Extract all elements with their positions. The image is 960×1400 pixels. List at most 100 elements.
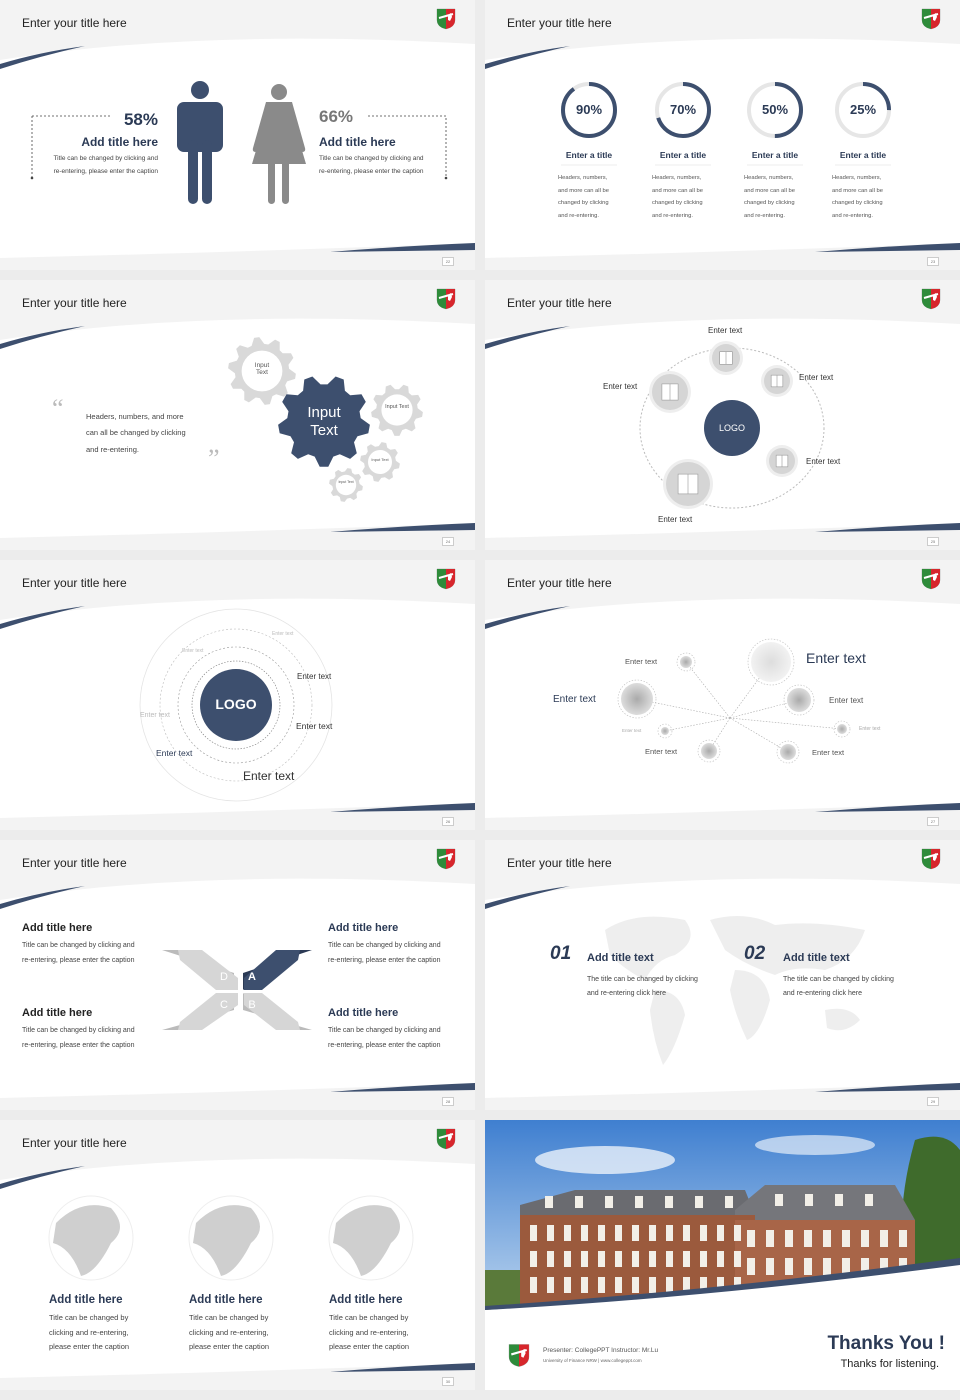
globes: [48, 1195, 414, 1281]
slide-thumbnail-7[interactable]: Enter your title here D A C B Add title …: [0, 840, 475, 1110]
ring-description: and re-entering.: [652, 212, 693, 219]
item-index: 01: [550, 943, 572, 964]
globe-caption: clicking and re-entering,: [329, 1327, 409, 1337]
university-emblem-icon: [436, 1128, 456, 1150]
ring-progress: [561, 82, 617, 138]
item-caption: and re-entering click here: [783, 990, 862, 997]
slide-number: 26: [442, 817, 454, 826]
ring-progress: [835, 82, 891, 138]
ring-value: 25%: [849, 102, 877, 117]
ring-description: Headers, numbers,: [652, 175, 702, 181]
gears-diagram: [228, 337, 423, 502]
slide-number: 28: [442, 1097, 454, 1106]
globe-caption: please enter the caption: [329, 1342, 410, 1351]
item-heading: Add title text: [587, 952, 654, 964]
university-emblem-icon: [921, 568, 941, 590]
item-heading: Add title text: [783, 952, 850, 964]
building-node-icon: [761, 365, 793, 397]
ring-label: Enter text: [272, 631, 294, 637]
ring-description: changed by clicking: [744, 200, 795, 206]
bubble-node: [787, 688, 811, 712]
bubble-node: [701, 743, 717, 759]
slide-thumbnail-10[interactable]: Presenter: CollegePPT Instructor: Mr.Lu …: [485, 1120, 960, 1390]
progress-rings: [561, 82, 891, 166]
item-caption: and re-entering click here: [587, 990, 666, 997]
building-node-icon: [766, 445, 798, 477]
letter-b: B: [248, 999, 255, 1011]
letter-d: D: [220, 971, 228, 983]
ring-description: Headers, numbers,: [558, 175, 608, 181]
ring-description: and more can all be: [652, 187, 703, 194]
logo-label: LOGO: [718, 423, 745, 433]
female-heading: Add title here: [319, 135, 396, 149]
male-figure-icon: [177, 81, 223, 204]
slide-number: 25: [927, 537, 939, 546]
orbit-diagram: [639, 341, 825, 509]
slide-number: 29: [927, 1097, 939, 1106]
university-emblem-icon: [436, 568, 456, 590]
slide-title: Enter your title here: [507, 16, 612, 30]
block-caption: Title can be changed by clicking and: [22, 942, 135, 949]
slide-thumbnail-4[interactable]: Enter your title here LOGO Enter text En…: [485, 280, 960, 550]
node-label: Enter text: [708, 326, 743, 335]
ring-label: Enter text: [243, 769, 295, 783]
globe-caption: Title can be changed by: [49, 1313, 129, 1322]
male-heading: Add title here: [81, 135, 158, 149]
organization-info: University of Finance NRW | www.collegep…: [543, 1358, 642, 1363]
slide-thumbnail-8[interactable]: Enter your title here 01 Add title text …: [485, 840, 960, 1110]
gear-icon: [278, 376, 370, 467]
letter-a: A: [248, 971, 256, 983]
bubble-node: [837, 724, 847, 734]
node-label: Enter text: [603, 382, 638, 391]
slide-title: Enter your title here: [22, 576, 127, 590]
slide-thumbnail-3[interactable]: Enter your title here “ ” Headers, numbe…: [0, 280, 475, 550]
ring-description: and re-entering.: [558, 212, 599, 219]
slide-number: 23: [927, 257, 939, 266]
ring-description: and re-entering.: [744, 212, 785, 219]
ring-progress: [747, 82, 803, 138]
building-node-icon: [649, 371, 691, 413]
ring-heading: Enter a title: [751, 150, 799, 160]
slide-number: 24: [442, 537, 454, 546]
slide-thumbnail-5[interactable]: Enter your title here LOGO Enter text En…: [0, 560, 475, 830]
block-caption: Title can be changed by clicking and: [22, 1027, 135, 1034]
arrow-c: [162, 993, 238, 1030]
gender-figures: [30, 81, 448, 204]
gear-label: Input Text: [385, 404, 409, 410]
university-emblem-icon: [508, 1344, 530, 1367]
male-caption-2: re-entering, please enter the caption: [53, 168, 158, 175]
ring-description: changed by clicking: [832, 200, 883, 206]
building-node-icon: [709, 341, 743, 375]
block-heading: Add title here: [328, 1007, 399, 1019]
globe-heading: Add title here: [329, 1294, 403, 1306]
female-percent: 66%: [319, 107, 354, 126]
node-label: Enter text: [806, 457, 841, 466]
slide-title: Enter your title here: [22, 1136, 127, 1150]
item-index: 02: [744, 943, 766, 964]
ring-description: changed by clicking: [652, 200, 703, 206]
globe-heading: Add title here: [49, 1294, 123, 1306]
block-caption: re-entering, please enter the caption: [22, 957, 135, 964]
item-caption: The title can be changed by clicking: [783, 976, 894, 983]
block-caption: Title can be changed by clicking and: [328, 1027, 441, 1034]
female-caption-1: Title can be changed by clicking and: [319, 155, 424, 162]
slide-thumbnail-1[interactable]: Enter your title here 58% Add title here…: [0, 0, 475, 270]
arrow-d: [162, 950, 238, 990]
abcd-arrows-diagram: D A C B: [162, 950, 312, 1030]
arrow-b: [243, 993, 312, 1030]
ring-value: 50%: [761, 102, 789, 117]
quote-line: Headers, numbers, and more: [86, 412, 184, 421]
ring-description: Headers, numbers,: [744, 175, 794, 181]
globe-caption: clicking and re-entering,: [49, 1327, 129, 1337]
block-caption: re-entering, please enter the caption: [328, 1042, 441, 1049]
bubble-label: Enter text: [645, 747, 678, 756]
ring-label: Enter text: [182, 648, 204, 654]
slide-thumbnail-6[interactable]: Enter your title here Enter text Enter t…: [485, 560, 960, 830]
slide-title: Enter your title here: [22, 856, 127, 870]
world-map-icon: [605, 916, 865, 1065]
node-label: Enter text: [799, 373, 834, 382]
logo-label: LOGO: [215, 696, 257, 712]
slide-title: Enter your title here: [22, 16, 127, 30]
